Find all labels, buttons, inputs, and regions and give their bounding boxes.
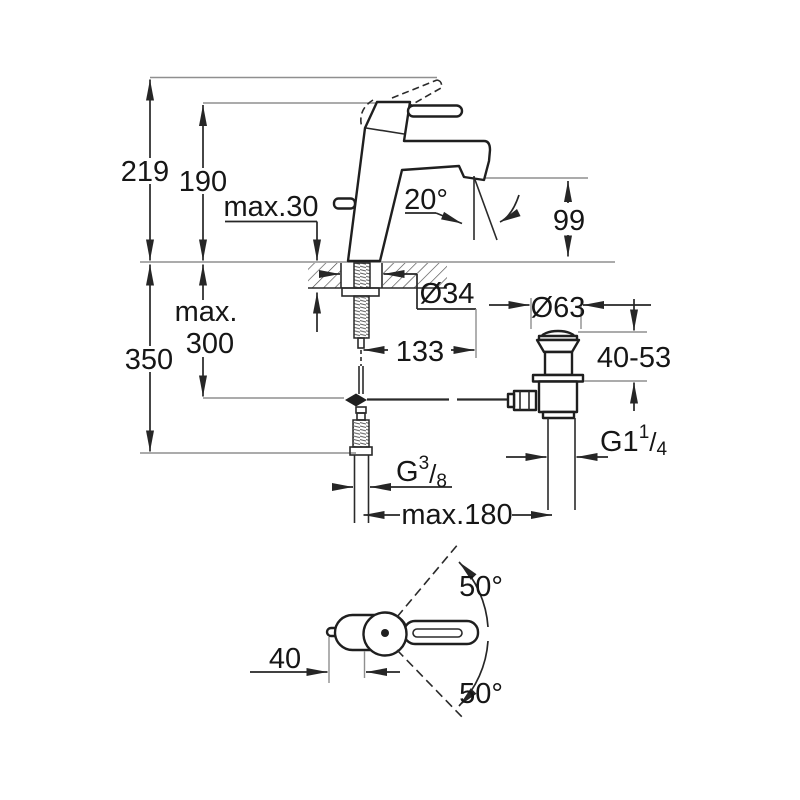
rod-clevis-lower [356, 412, 366, 421]
supply-thread-numerator: 3 [419, 453, 430, 474]
deck-hatch-left [308, 263, 341, 288]
dim-body-height-label: 190 [179, 166, 227, 198]
top-view-lever-slot [412, 628, 463, 638]
rod-ball-joint [345, 393, 367, 407]
faucet-front-view [332, 79, 498, 263]
dim-outlet-height-label: 99 [553, 205, 585, 237]
waste-thread-prefix: G1 [600, 426, 639, 458]
dim-hose-length-label-line2: 300 [186, 328, 234, 360]
dim-spout-reach-label: 133 [396, 336, 444, 368]
faucet-top-view: 50° 50° 40 [250, 542, 503, 720]
top-view-center-dot [381, 629, 389, 637]
rod-fitting-cap [506, 392, 516, 409]
supply-thread-denominator: 8 [436, 471, 447, 492]
handle-hub-joint-line [365, 127, 405, 135]
waste-thread-numerator: 1 [639, 422, 650, 443]
dim-hole-diameter-label: Ø34 [420, 278, 475, 310]
dim-knob-offset-label: 40 [269, 643, 301, 675]
dim-hose-length: max. 300 [175, 264, 238, 397]
popup-waste-assembly [506, 329, 585, 510]
dim-supply-depth-label: 350 [125, 344, 173, 376]
supply-nut [349, 446, 373, 456]
dim-deck-thickness: max.30 [223, 191, 321, 332]
dim-clamping-range: 40-53 [578, 299, 671, 411]
rod-clevis-upper [355, 406, 367, 414]
dim-rod-reach-label: max.180 [401, 499, 512, 531]
spout-tilted-stream-line [473, 176, 498, 241]
dim-overall-height-label: 219 [121, 156, 169, 188]
supply-thread-slash: / [429, 459, 437, 489]
dimensions-front-view: 219 190 max.30 350 [121, 79, 671, 531]
swing-ray-up [396, 542, 460, 618]
swing-arc-up [458, 561, 489, 628]
threaded-shank [353, 262, 371, 289]
waste-lower-body [537, 380, 579, 414]
dim-rod-reach: max.180 [363, 499, 552, 531]
dim-swing-up-label: 50° [459, 571, 503, 603]
dim-waste-flange-diameter-label: Ø63 [531, 292, 586, 324]
dim-clamping-range-label: 40-53 [597, 342, 671, 374]
dim-outlet-height: 99 [553, 181, 585, 257]
dim-body-height: 190 [179, 105, 227, 261]
handle-lever [406, 104, 464, 118]
dim-supply-thread: G3/8 [332, 453, 452, 492]
swing-ray-down [396, 649, 465, 720]
dim-swing-down-label: 50° [459, 678, 503, 710]
waste-thread-slash: / [649, 427, 657, 457]
supply-threaded-connector [352, 419, 370, 448]
faucet-body-outline [346, 100, 492, 263]
dim-waste-thread: G11/4 [506, 422, 668, 461]
supply-thread-prefix: G [396, 456, 419, 488]
dim-spout-angle: 20° [404, 184, 521, 225]
popup-rod-knob [332, 197, 357, 210]
dim-overall-height: 219 [121, 79, 169, 261]
threaded-stud [353, 295, 370, 339]
dim-spout-reach: 133 [363, 309, 477, 368]
mounting-hardware [341, 262, 380, 366]
waste-coupling [541, 410, 576, 420]
dim-spout-angle-label: 20° [404, 184, 448, 216]
stud-tail [357, 337, 365, 349]
waste-thread-denominator: 4 [657, 439, 668, 460]
swing-arc-down [458, 640, 489, 707]
waste-upper-body [543, 350, 574, 377]
dim-waste-thread-label: G11/4 [600, 422, 668, 460]
dim-supply-depth: 350 [125, 264, 173, 452]
dim-hose-length-label-line1: max. [175, 296, 238, 328]
mounting-nut [341, 287, 380, 297]
dim-deck-thickness-label: max.30 [223, 191, 318, 223]
popup-rod-linkage [345, 366, 509, 523]
rod-fitting [512, 389, 538, 412]
dim-knob-offset: 40 [250, 637, 400, 683]
dim-waste-flange-diameter: Ø63 [489, 292, 651, 329]
top-view-lever [402, 619, 480, 646]
waste-flange [535, 338, 581, 354]
dim-supply-thread-label: G3/8 [396, 453, 447, 492]
dim-hole-diameter: Ø34 [319, 270, 476, 310]
